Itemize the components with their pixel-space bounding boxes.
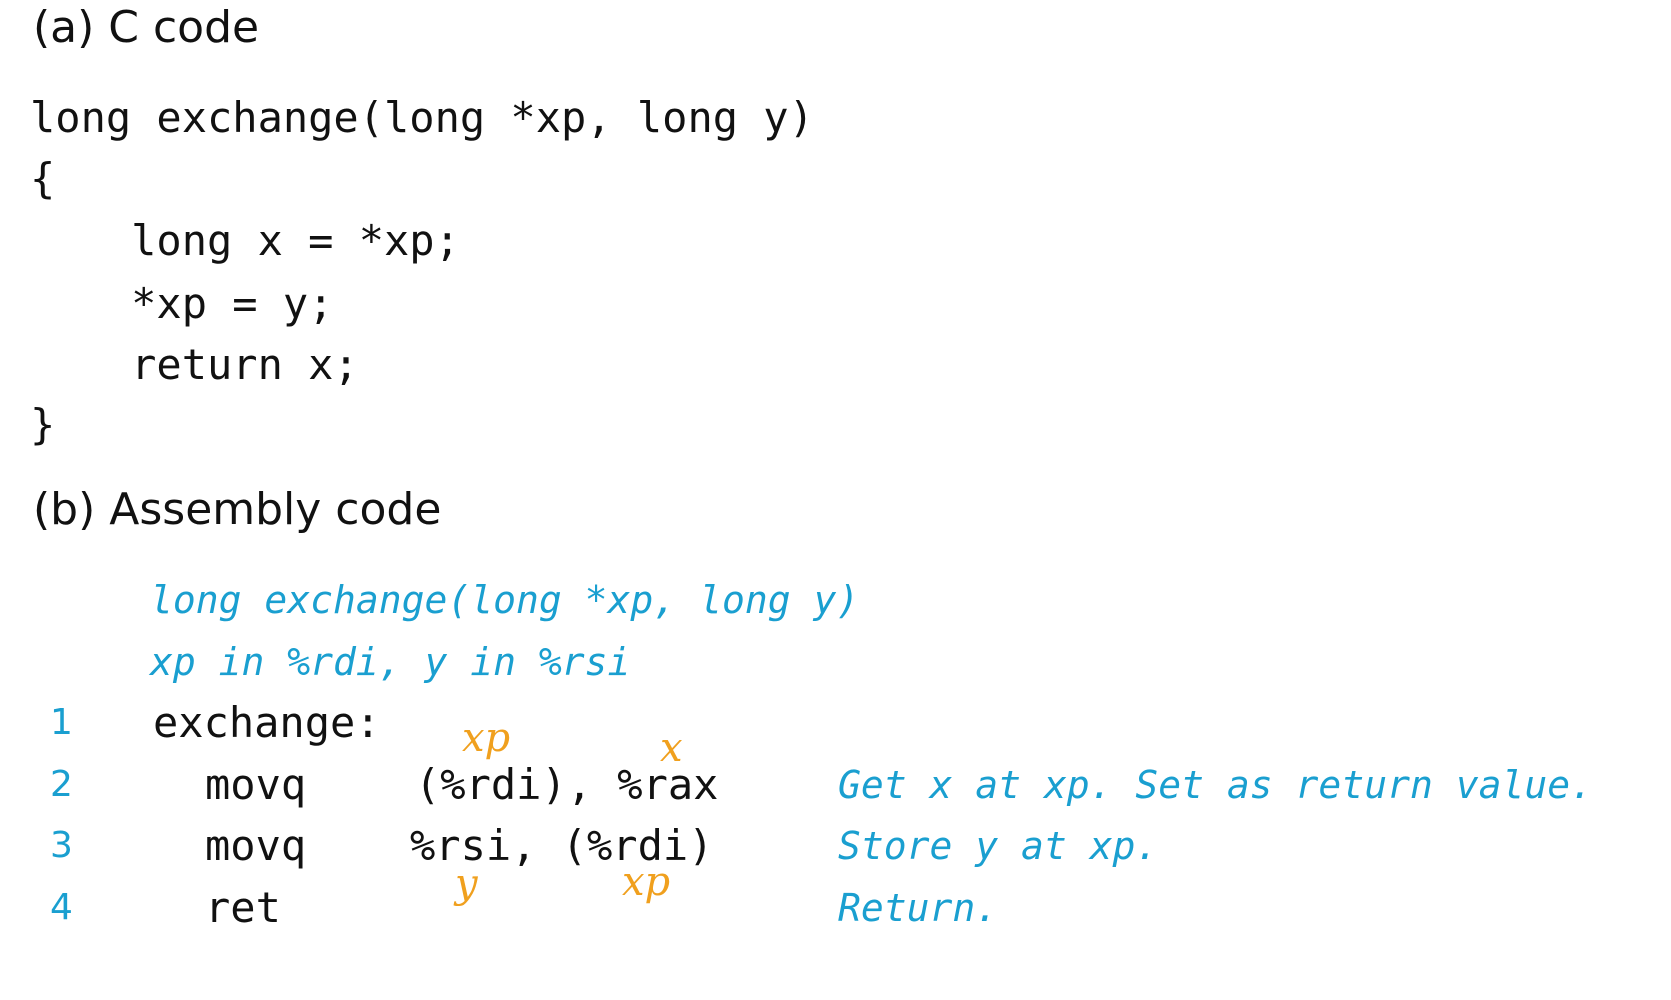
annotation-rsi-y: y: [455, 861, 478, 907]
asm-comment-line-3: Store y at xp.: [838, 824, 1159, 868]
c-code-line-6: }: [30, 400, 56, 449]
asm-line-number-2: 2: [50, 764, 73, 805]
section-b-heading: (b) Assembly code: [33, 484, 442, 535]
c-code-line-2: {: [30, 154, 56, 203]
asm-label-exchange: exchange:: [153, 698, 381, 747]
asm-line-number-1: 1: [50, 702, 73, 743]
asm-operands-line-3: %rsi, (%rdi): [410, 821, 714, 870]
asm-op-line-2: movq: [205, 760, 307, 809]
asm-op-line-3: movq: [205, 821, 307, 870]
asm-line-number-3: 3: [50, 825, 73, 866]
c-code-line-1: long exchange(long *xp, long y): [30, 93, 814, 142]
asm-operands-line-2: (%rdi), %rax: [415, 760, 719, 809]
asm-header-comment-2: xp in %rdi, y in %rsi: [150, 640, 631, 684]
asm-comment-line-4: Return.: [838, 886, 999, 930]
annotation-rdi-xp: xp: [462, 715, 511, 761]
c-code-line-5: return x;: [30, 340, 359, 389]
c-code-line-4: *xp = y;: [30, 279, 334, 328]
annotation-rdi-dst-xp: xp: [622, 859, 671, 905]
section-a-heading: (a) C code: [33, 2, 260, 53]
asm-header-comment-1: long exchange(long *xp, long y): [150, 578, 860, 622]
asm-comment-line-2: Get x at xp. Set as return value.: [838, 763, 1593, 807]
asm-op-line-4: ret: [205, 883, 281, 932]
annotation-rax-x: x: [660, 725, 683, 771]
asm-line-number-4: 4: [50, 887, 73, 928]
c-code-line-3: long x = *xp;: [30, 216, 460, 265]
